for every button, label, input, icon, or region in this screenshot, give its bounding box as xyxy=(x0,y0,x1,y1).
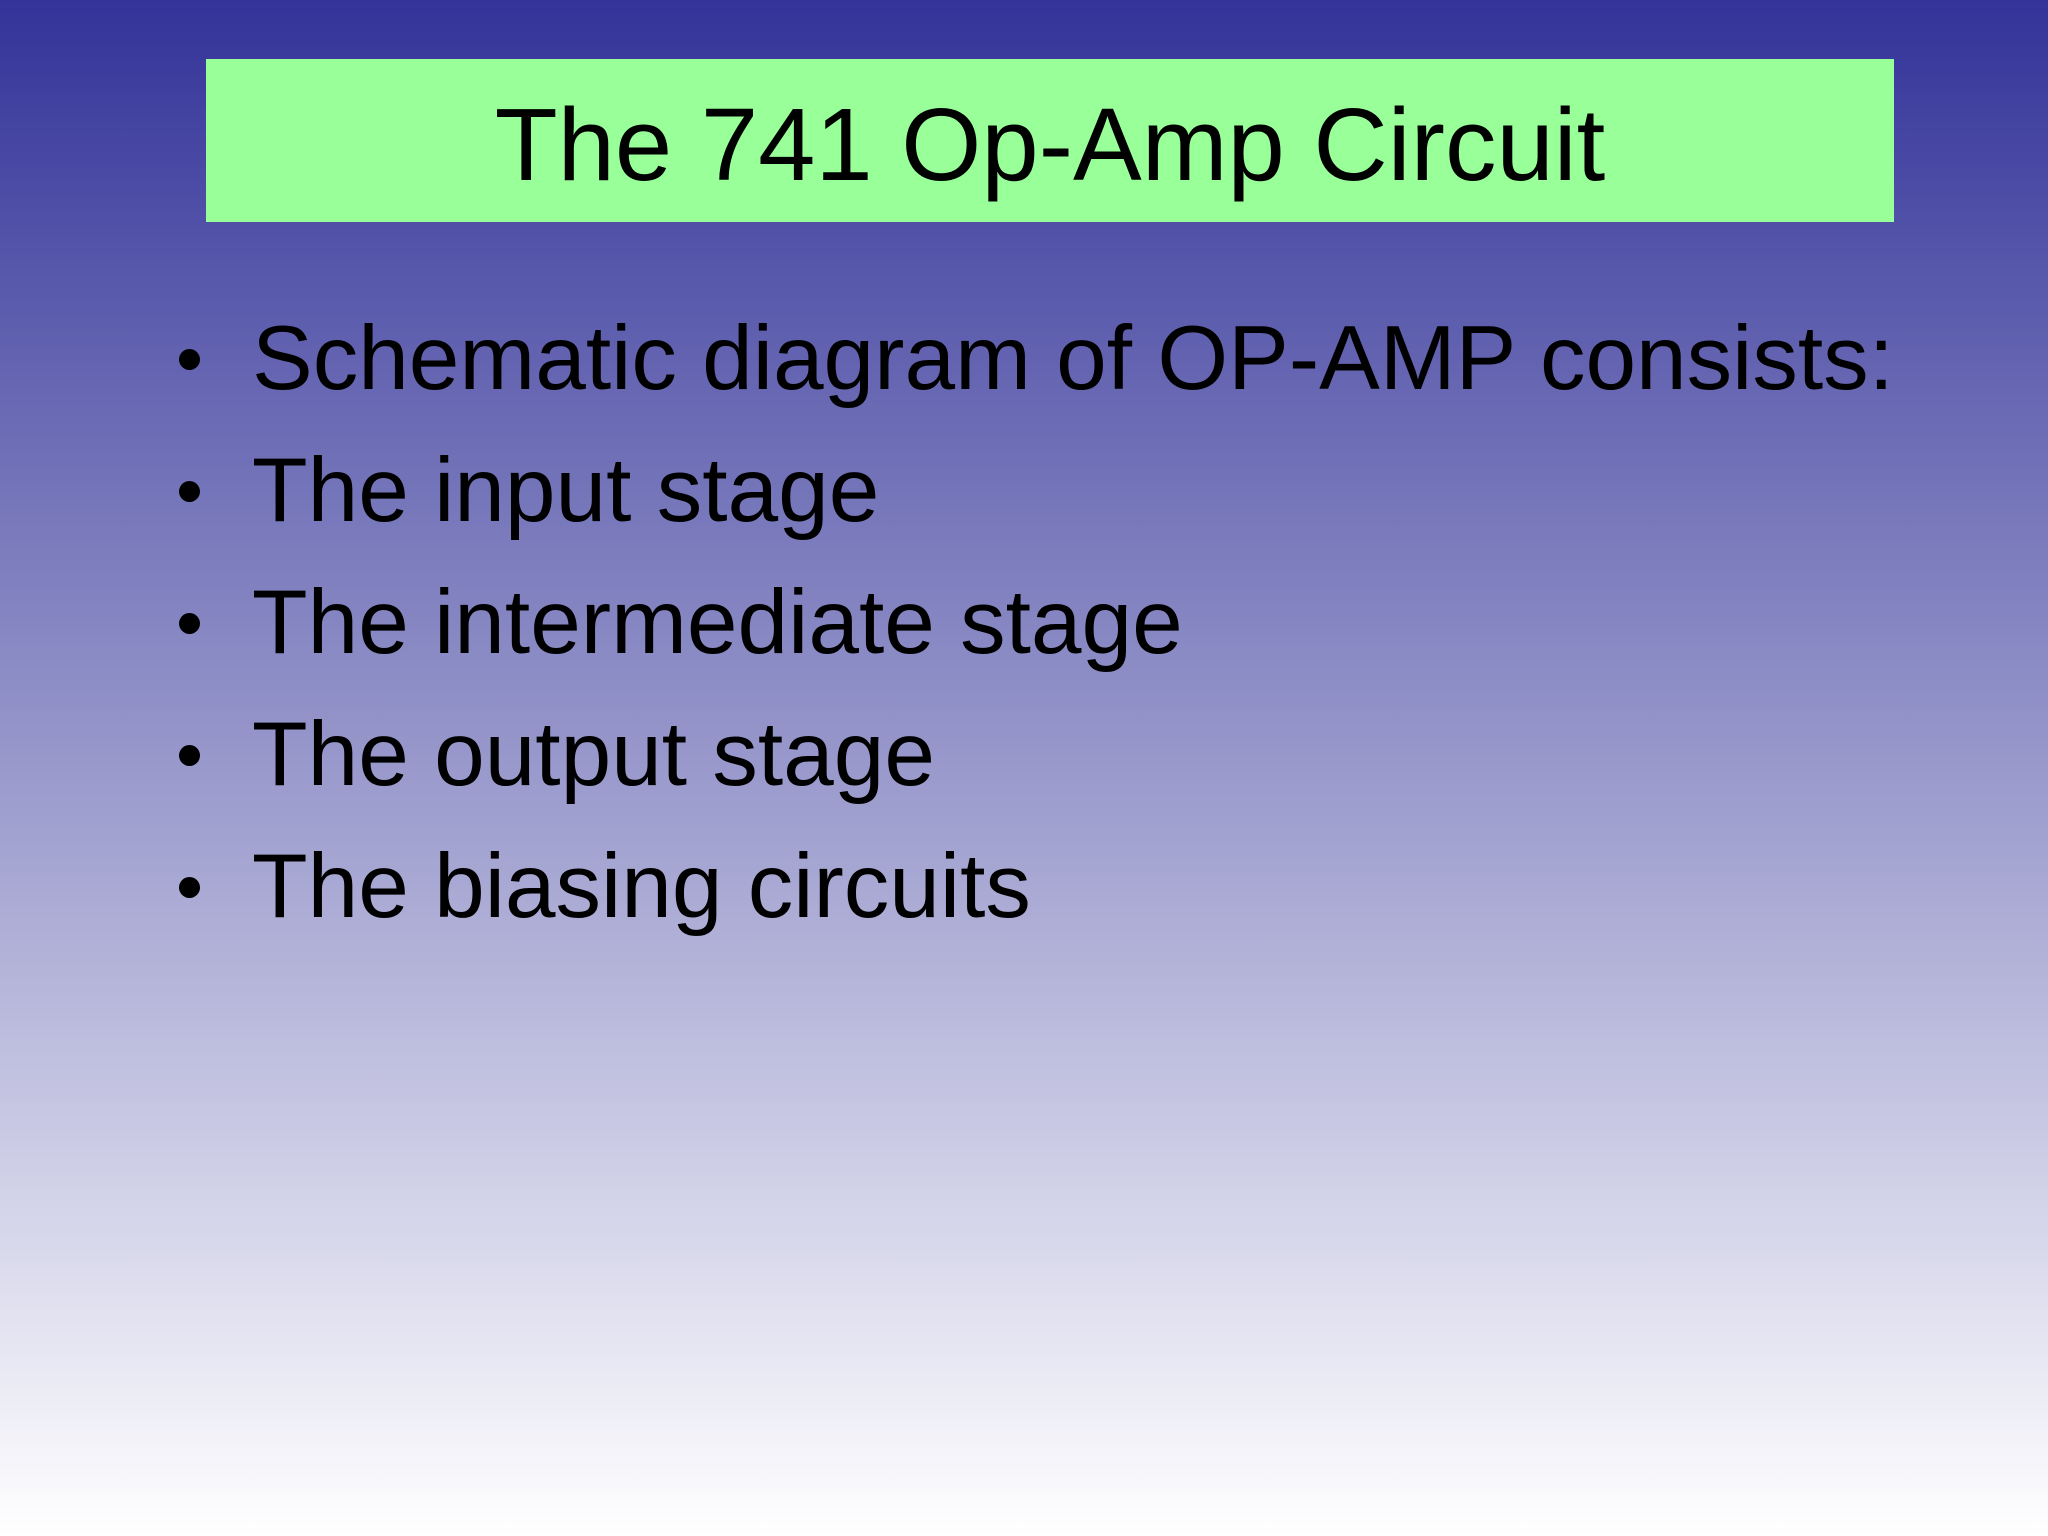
bullet-dot-icon xyxy=(179,613,200,634)
bullet-dot-icon xyxy=(179,877,200,898)
bullet-item: The input stage xyxy=(165,425,1985,557)
bullet-text: The biasing circuits xyxy=(252,836,1031,937)
bullet-text: The intermediate stage xyxy=(252,572,1183,673)
bullet-dot-icon xyxy=(179,745,200,766)
bullet-item: Schematic diagram of OP-AMP consists: xyxy=(165,293,1985,425)
bullet-item: The intermediate stage xyxy=(165,557,1985,689)
bullet-item: The biasing circuits xyxy=(165,821,1985,953)
bullet-text: The input stage xyxy=(252,440,880,541)
bullet-dot-icon xyxy=(179,349,200,370)
slide-title: The 741 Op-Amp Circuit xyxy=(494,87,1606,202)
bullet-item: The output stage xyxy=(165,689,1985,821)
bullet-text: The output stage xyxy=(252,704,935,805)
bullet-list: Schematic diagram of OP-AMP consists: Th… xyxy=(165,293,1985,953)
title-banner: The 741 Op-Amp Circuit xyxy=(206,59,1894,222)
bullet-dot-icon xyxy=(179,481,200,502)
bullet-text: Schematic diagram of OP-AMP consists: xyxy=(252,308,1894,409)
